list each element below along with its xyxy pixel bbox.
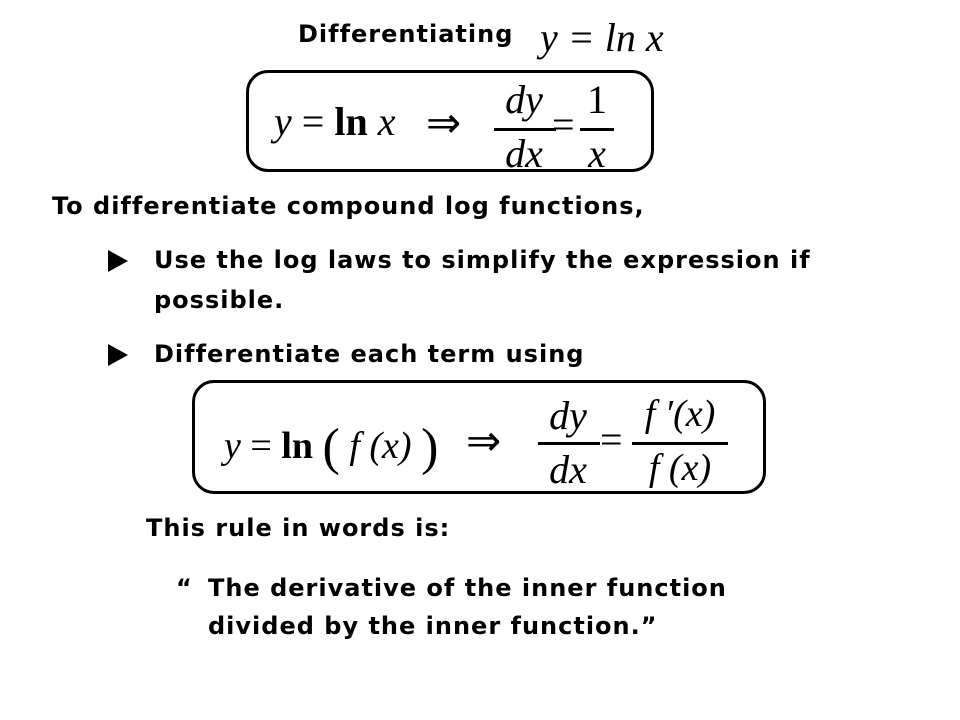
words-heading: This rule in words is: [146,514,451,542]
deriv-fraction-bar [538,442,600,445]
deriv-fraction-bar [494,128,556,131]
arrow-bullet-icon [108,250,128,272]
lhs-equals: = [301,99,325,144]
implies-icon: ⇒ [426,98,462,147]
result-fraction-bar [580,128,614,131]
chain-lhs: y = ln ( f (x) ) [224,418,438,477]
bullet-2-line-1: Differentiate each term using [154,340,585,368]
title-eq-text: y = ln x [540,15,664,60]
deriv-denominator: dx [505,131,543,176]
equals-sign: = [552,102,575,147]
title-label: Differentiating [298,20,514,48]
words-line-1: The derivative of the inner function [208,574,727,602]
lhs-y: y [224,425,241,467]
bullet-1-line-2: possible. [154,286,285,314]
result-denominator: f (x) [648,447,712,489]
formula-box-ln-fx [192,380,766,494]
equals-sign: = [600,417,623,462]
open-paren: ( [322,419,340,476]
implies-icon: ⇒ [466,416,502,465]
result-denominator: x [588,131,606,176]
deriv-denominator: dx [549,447,587,492]
bullet-1-line-1: Use the log laws to simplify the express… [154,246,811,274]
ln-x-lhs: y = ln x [274,98,395,145]
title-equation: y = ln x [540,14,664,61]
formula-box-ln-x [246,70,654,172]
arrow-bullet-icon [108,344,128,366]
close-paren: ) [421,419,439,476]
lhs-x: x [377,99,396,144]
deriv-numerator: dy [505,77,543,122]
result-fraction-bar [632,442,728,445]
words-line-2: divided by the inner function.” [208,612,658,640]
intro-text: To differentiate compound log functions, [52,192,645,220]
deriv-numerator: dy [549,393,587,438]
result-numerator: 1 [587,77,607,122]
ln-text: ln [334,99,368,144]
ln-text: ln [281,425,314,467]
inner-function: f (x) [349,425,412,467]
result-numerator: f ′(x) [644,393,716,435]
lhs-y: y [274,99,292,144]
quote-open: “ [176,574,193,602]
lhs-equals: = [250,425,272,467]
